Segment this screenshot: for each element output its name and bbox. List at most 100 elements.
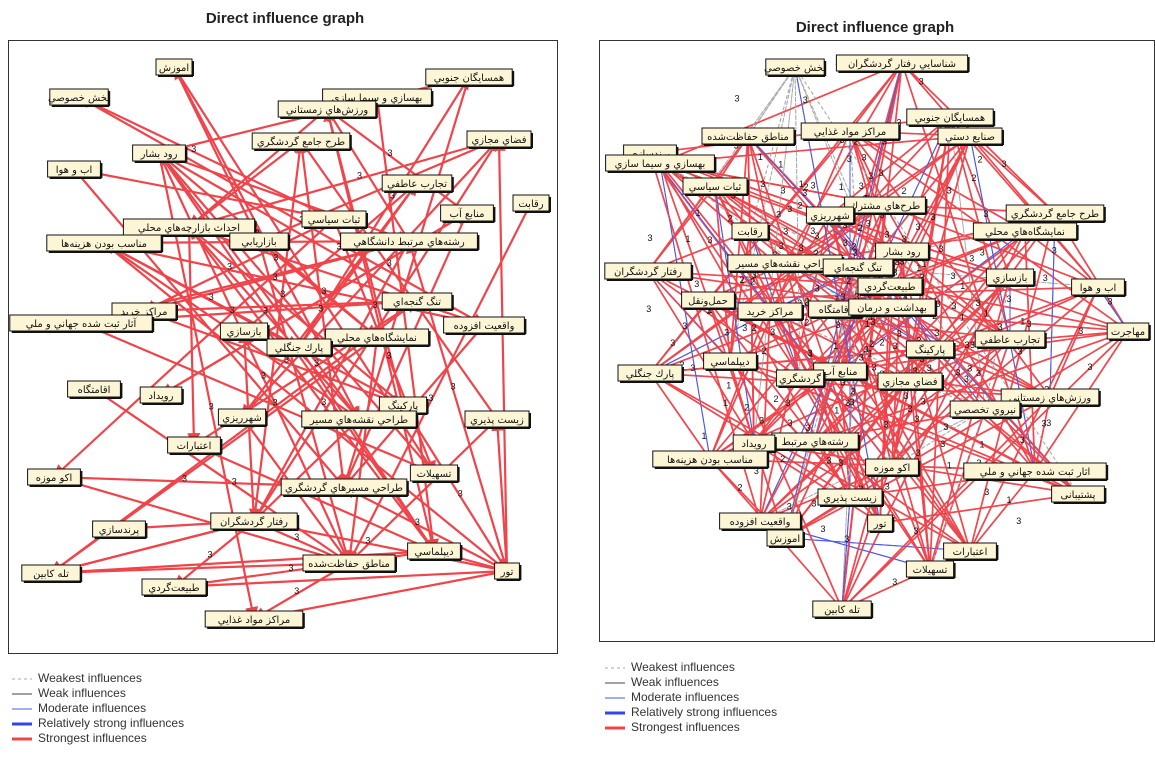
right-edge: [949, 116, 986, 410]
left-node[interactable]: بخش خصوصي: [48, 88, 111, 107]
right-edge: [647, 270, 801, 379]
right-edge: [784, 537, 971, 552]
right-edge: [659, 162, 1026, 232]
right-node[interactable]: فضاي مجازي: [877, 372, 944, 391]
right-node[interactable]: اموزش: [766, 529, 805, 548]
left-node[interactable]: آثار ثبت شده جهاني و ملي: [9, 314, 155, 333]
left-node[interactable]: اقامتگاه: [67, 380, 123, 399]
right-node[interactable]: اكو موزه: [865, 458, 921, 477]
right-node-label: طبيعت‌گردي: [864, 281, 915, 293]
right-node[interactable]: پاركينگ: [905, 340, 956, 359]
right-node[interactable]: پشتيبانی: [1051, 485, 1107, 504]
left-edge-weight: 3: [373, 300, 378, 310]
right-node[interactable]: تجارب عاطفي: [974, 330, 1047, 349]
right-node[interactable]: بخش خصوصي: [764, 58, 827, 77]
right-node[interactable]: رقابت: [731, 222, 770, 241]
right-node[interactable]: مناسب بودن هزينه‌ها: [652, 450, 770, 469]
right-node[interactable]: مناطق حفاظت‌شده: [701, 127, 796, 146]
right-node[interactable]: شناسايي رفتار گردشگران: [835, 54, 970, 73]
right-node[interactable]: اعتبارات: [943, 542, 999, 561]
left-node[interactable]: مراكز مواد غذايي: [204, 610, 305, 629]
left-node[interactable]: مناطق حفاظت‌شده: [302, 554, 397, 573]
right-node[interactable]: طبيعت‌گردي: [857, 277, 924, 296]
right-node[interactable]: مراكز مواد غذايي: [800, 122, 901, 141]
right-node[interactable]: ديپلماسي: [703, 352, 759, 371]
left-node[interactable]: بازسازي: [219, 322, 270, 341]
right-node[interactable]: شهرريزي: [805, 206, 856, 225]
left-node[interactable]: پارك جنگلي: [266, 338, 333, 357]
right-edge-weight: 1: [834, 406, 839, 416]
left-node[interactable]: رشته‌هاي مرتبط دانشگاهي: [340, 232, 480, 251]
right-node[interactable]: طرح جامع گردشگري: [1005, 204, 1106, 223]
right-node[interactable]: تنگ گنجه‌اي: [822, 258, 895, 277]
left-edge-weight: 3: [294, 532, 299, 542]
right-node[interactable]: مراكز خريد: [737, 302, 804, 321]
left-node[interactable]: شهرريزي: [217, 408, 268, 427]
right-node[interactable]: تله كابين: [812, 600, 874, 619]
left-node[interactable]: طبيعت‌گردي: [141, 578, 208, 597]
right-node[interactable]: واقعيت افزوده: [719, 512, 803, 531]
left-node[interactable]: زيست پذيري: [464, 410, 531, 429]
right-node[interactable]: نيروي تخصصي: [949, 400, 1022, 419]
left-node[interactable]: رود بشار: [132, 144, 188, 163]
right-node[interactable]: اب و هوا: [1071, 278, 1127, 297]
right-edge: [794, 66, 891, 287]
left-node[interactable]: بازاريابي: [229, 232, 291, 251]
right-node[interactable]: پارك جنگلي: [617, 364, 684, 383]
left-node[interactable]: نمايشگاه‌هاي محلي: [324, 328, 431, 347]
left-edge-weight: 3: [365, 536, 370, 546]
left-node[interactable]: تجارب عاطفي: [381, 174, 454, 193]
right-node[interactable]: رشته‌هاي مرتبط: [771, 432, 861, 451]
right-node[interactable]: طرح‌هاي مشترك: [844, 196, 928, 215]
left-node[interactable]: اب و هوا: [47, 160, 103, 179]
left-node-label: بهسازي و سيما سازي: [332, 93, 423, 104]
left-edge-weight: 3: [458, 488, 463, 498]
right-node[interactable]: صنايع دستي: [937, 127, 1004, 146]
right-node[interactable]: اقامتگاه: [808, 300, 864, 319]
right-node[interactable]: مهاجرت: [1106, 322, 1151, 341]
left-node[interactable]: طراحي مسيرهاي گردشگري: [280, 478, 409, 497]
left-node[interactable]: تور: [494, 562, 522, 581]
left-node[interactable]: اكو موزه: [27, 468, 83, 487]
left-node[interactable]: تسهيلات: [409, 464, 460, 483]
right-node[interactable]: اثار ثبت شده جهاني و ملي: [963, 462, 1109, 481]
right-node[interactable]: بهسازي و سيما سازي: [605, 154, 717, 173]
right-node[interactable]: بازسازي: [985, 268, 1036, 287]
right-node[interactable]: حمل‌ونقل: [681, 291, 737, 310]
left-node[interactable]: رويداد: [139, 386, 184, 405]
right-node[interactable]: همسايگان جنوبي: [906, 108, 996, 127]
left-node[interactable]: منابع آب: [440, 204, 496, 223]
left-node[interactable]: پرندسازي: [92, 520, 148, 539]
left-node[interactable]: تله كابين: [21, 564, 83, 583]
right-node[interactable]: تور: [867, 514, 895, 533]
left-node[interactable]: مناسب بودن هزينه‌ها: [46, 234, 164, 253]
left-node[interactable]: رفتار گردشگران: [210, 512, 300, 531]
right-edge: [929, 286, 1099, 350]
left-node[interactable]: ورزش‌هاي زمستاني: [277, 100, 378, 119]
right-node[interactable]: رود بشار: [875, 242, 931, 261]
left-edge-weight: 3: [314, 358, 319, 368]
left-node[interactable]: واقعيت افزوده: [443, 316, 527, 335]
left-node[interactable]: همسايگان جنوبي: [425, 68, 515, 87]
right-edge-weight: 3: [1041, 419, 1046, 429]
left-node[interactable]: ثبات سياسي: [301, 210, 368, 229]
right-node[interactable]: تسهيلات: [905, 560, 956, 579]
left-node[interactable]: اعتبارات: [167, 436, 223, 455]
left-node-label: تنگ گنجه‌اي: [393, 296, 441, 308]
right-node[interactable]: رويداد: [732, 434, 777, 453]
right-node[interactable]: بهداشت و درمان: [848, 298, 938, 317]
left-node[interactable]: تنگ گنجه‌اي: [381, 292, 454, 311]
right-node[interactable]: زيست پذيري: [817, 488, 884, 507]
right-node[interactable]: نمايشگاه‌هاي محلي: [972, 222, 1079, 241]
right-node[interactable]: رفتار گردشگران: [604, 262, 694, 281]
left-node[interactable]: رقابت: [512, 194, 551, 213]
right-legend-label: Moderate influences: [631, 690, 740, 704]
left-node[interactable]: طرح جامع گردشگري: [251, 132, 352, 151]
right-node[interactable]: گردشگري: [775, 369, 826, 388]
right-edge-weight: 1: [867, 349, 872, 359]
left-node[interactable]: ديپلماسي: [407, 542, 463, 561]
left-node[interactable]: طراحي نقشه‌هاي مسير: [301, 410, 419, 429]
left-node[interactable]: اموزش: [155, 58, 194, 77]
left-node[interactable]: فضاي مجازي: [466, 130, 533, 149]
right-node[interactable]: ثبات سياسي: [682, 177, 749, 196]
